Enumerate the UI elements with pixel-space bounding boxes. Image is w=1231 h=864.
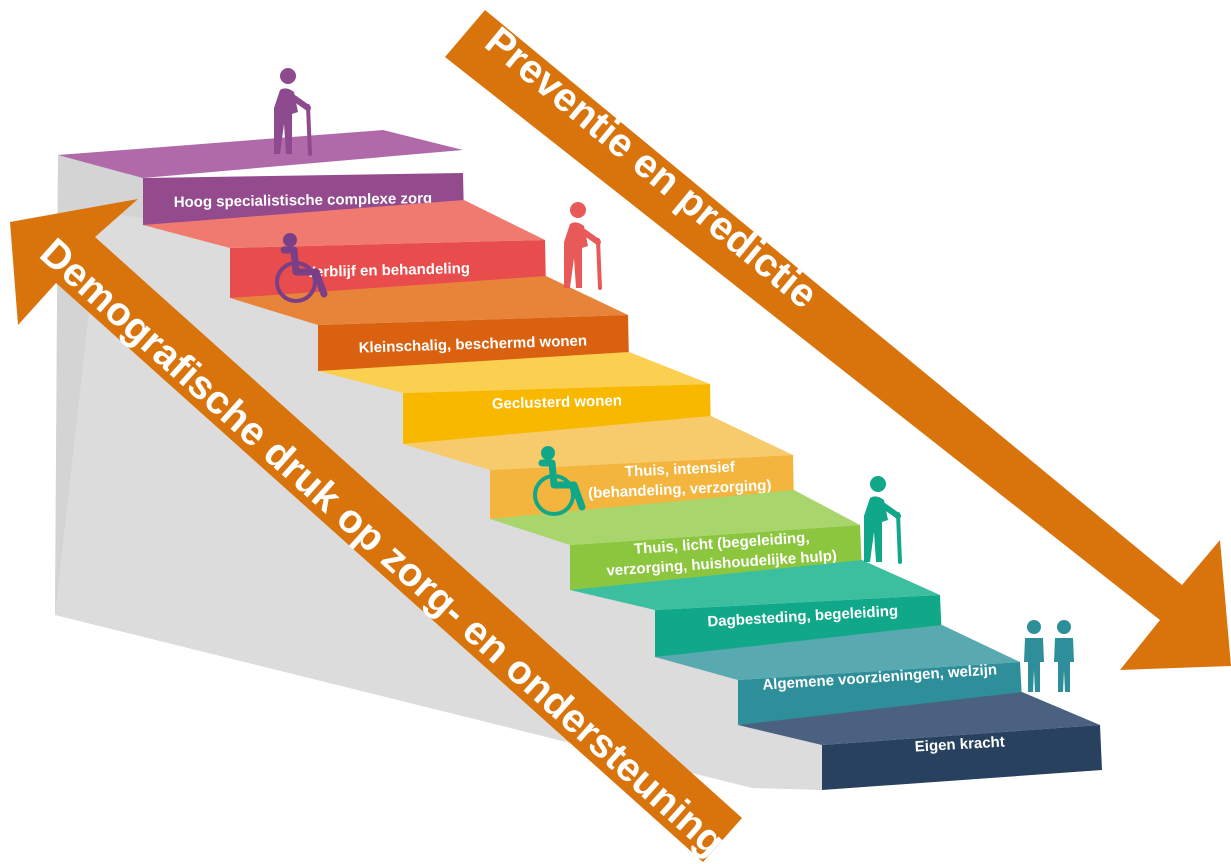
prevention-arrow-shape	[445, 10, 1231, 670]
stair-step-top	[318, 352, 710, 393]
icons-layer	[274, 68, 1074, 692]
wheelchair-icon	[275, 233, 328, 303]
stair-step-top	[570, 560, 940, 610]
stair-step-label: Geclusterd wonen	[492, 392, 622, 412]
stair-step-label: Eigen kracht	[914, 734, 1005, 756]
demographic-arrow-shape	[10, 199, 742, 862]
couple-icon	[1024, 620, 1074, 692]
stair-step-top	[230, 276, 628, 325]
elderly-walker-icon	[274, 68, 312, 156]
stair-step-top	[655, 625, 1020, 680]
stair-step-top	[143, 200, 545, 248]
stair-step-label: Hoog specialistische complexe zorg	[174, 190, 433, 211]
stair-step-front	[738, 662, 1022, 725]
stair-step-top	[490, 490, 860, 545]
elderly-walker-icon	[564, 202, 602, 290]
stair-step-front	[822, 725, 1102, 790]
stair-side-wall	[55, 155, 822, 790]
wheelchair-icon	[533, 446, 586, 516]
steps-layer: Hoog specialistische complexe zorgVerbli…	[58, 130, 1102, 790]
stair-step-label: Verblijf en behandeling	[306, 260, 471, 281]
stair-step-top	[403, 416, 793, 470]
stair-step: Algemene voorzieningen, welzijn	[655, 625, 1022, 725]
elderly-walker-icon	[864, 476, 902, 564]
stair-step-label: Thuis, intensief	[624, 459, 736, 481]
stair-step-top	[58, 130, 463, 178]
stair-step: Eigen kracht	[738, 692, 1102, 790]
stair-step-top	[738, 692, 1100, 745]
